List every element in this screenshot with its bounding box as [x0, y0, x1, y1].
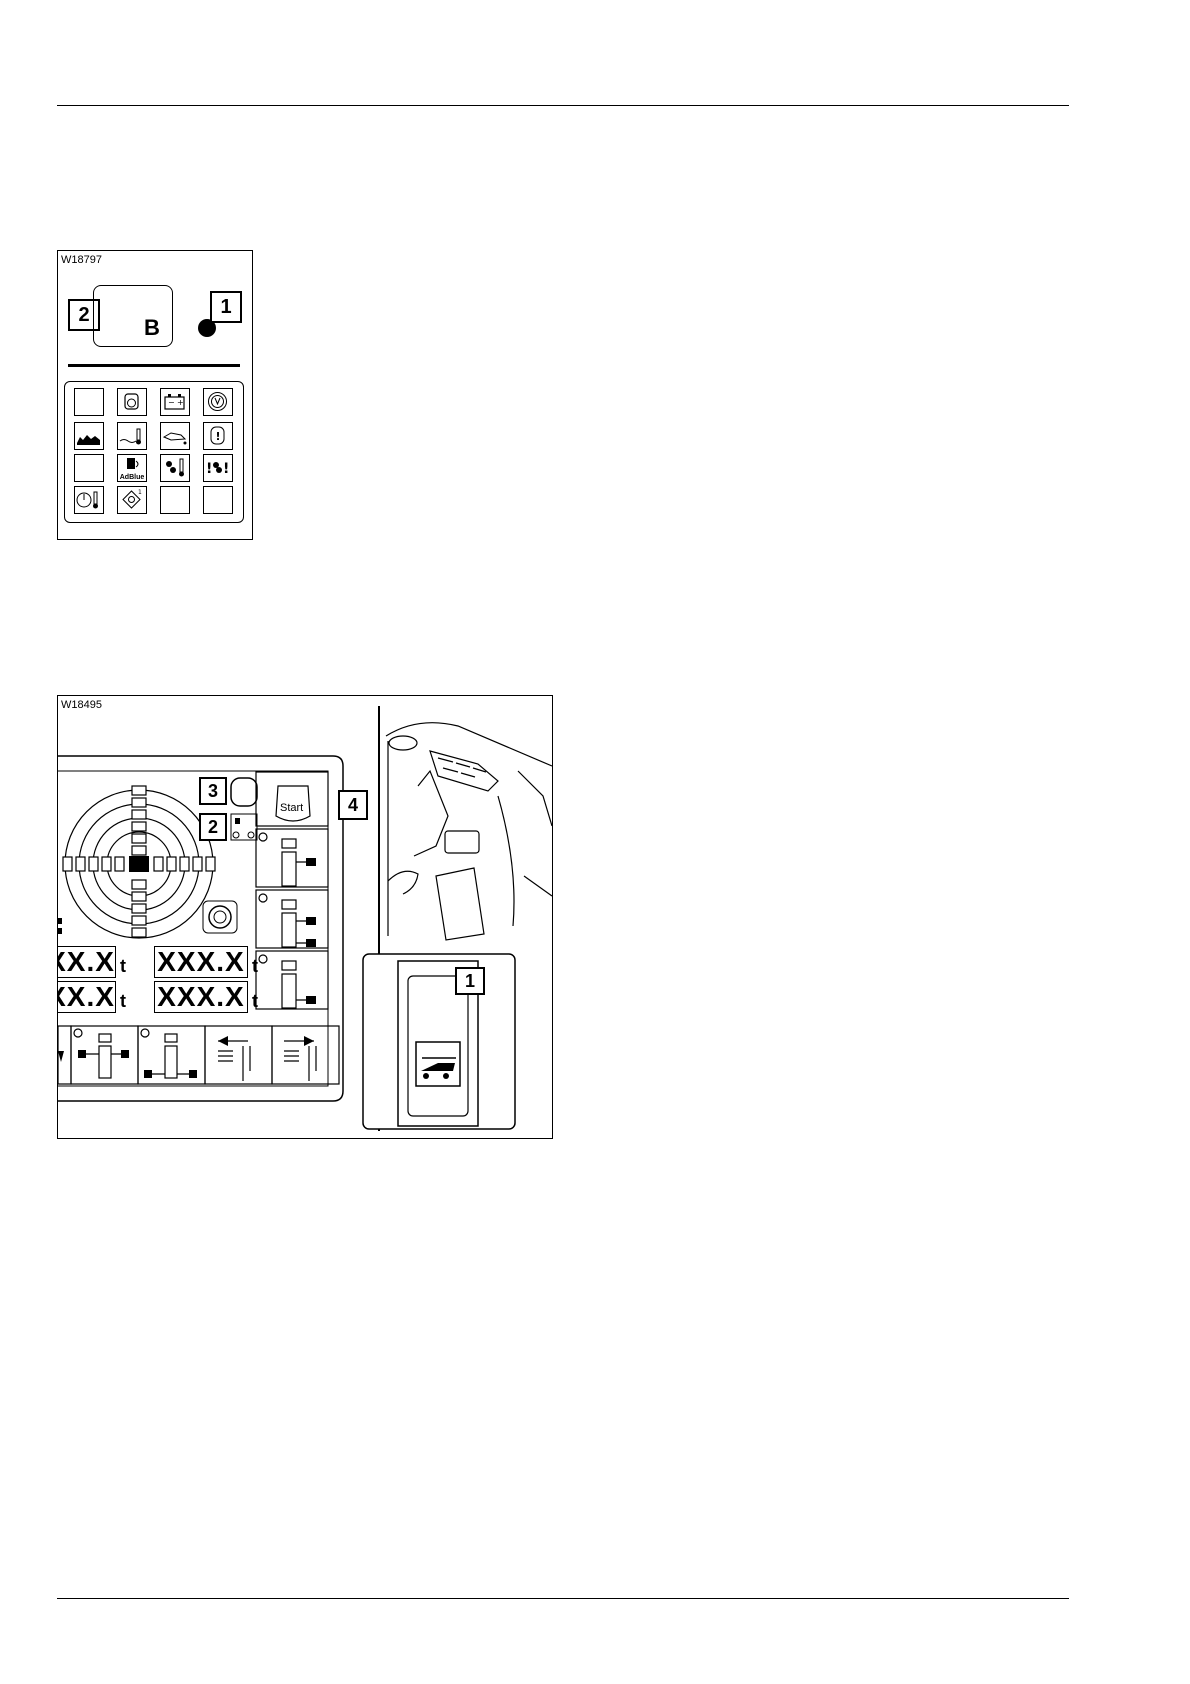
display-window — [93, 285, 173, 347]
engine-icon — [117, 388, 147, 416]
svg-text:!: ! — [206, 461, 212, 477]
gauge-temp-icon — [74, 486, 104, 514]
load-readout-right-bottom: XXX.X — [154, 981, 248, 1013]
adblue-icon: AdBlue — [117, 454, 147, 482]
warning-lamp-panel: −+ ! AdBlue !! — [64, 381, 244, 523]
control-panel-drawing — [58, 696, 552, 1138]
load-readout-right-top: XXX.X — [154, 946, 248, 978]
callout-1: 1 — [210, 291, 242, 323]
svg-text:!: ! — [223, 461, 229, 477]
adblue-label: AdBlue — [118, 474, 146, 481]
display-letter: B — [144, 315, 160, 341]
warning-icon: ! — [203, 422, 233, 450]
blank-cell — [160, 486, 190, 514]
figure-code: W18797 — [61, 254, 102, 266]
transmission-temp-icon — [160, 454, 190, 482]
divider-bar — [68, 364, 240, 367]
callout-4: 4 — [338, 790, 368, 820]
svg-text:!: ! — [216, 430, 221, 443]
load-readout-left-bottom: XX.X — [57, 981, 116, 1013]
unit-label: t — [120, 991, 126, 1012]
header-rule — [57, 105, 1069, 106]
footer-rule — [57, 1598, 1069, 1599]
blank-cell — [74, 388, 104, 416]
unit-label: t — [120, 956, 126, 977]
start-button-label: Start — [280, 802, 303, 814]
battery-icon: −+ — [160, 388, 190, 416]
callout-1: 1 — [455, 967, 485, 995]
svg-text:+: + — [177, 398, 184, 407]
transmission-fault-icon: !! — [203, 454, 233, 482]
unit-label: t — [252, 991, 258, 1012]
callout-3: 3 — [199, 777, 227, 805]
oil-pressure-icon — [160, 422, 190, 450]
svg-text:−: − — [168, 398, 175, 407]
blank-cell — [74, 454, 104, 482]
figure-w18797: W18797 2 B 1 −+ ! Ad — [57, 250, 253, 540]
coolant-level-icon — [74, 422, 104, 450]
callout-2: 2 — [199, 813, 227, 841]
blank-cell — [203, 486, 233, 514]
coolant-temp-icon — [117, 422, 147, 450]
brake-icon — [203, 388, 233, 416]
unit-label: t — [252, 956, 258, 977]
load-readout-left-top: XX.X — [57, 946, 116, 978]
figure-w18495: W18495 — [57, 695, 553, 1139]
diagnostic-icon: 1 — [117, 486, 147, 514]
svg-text:1: 1 — [138, 489, 142, 496]
